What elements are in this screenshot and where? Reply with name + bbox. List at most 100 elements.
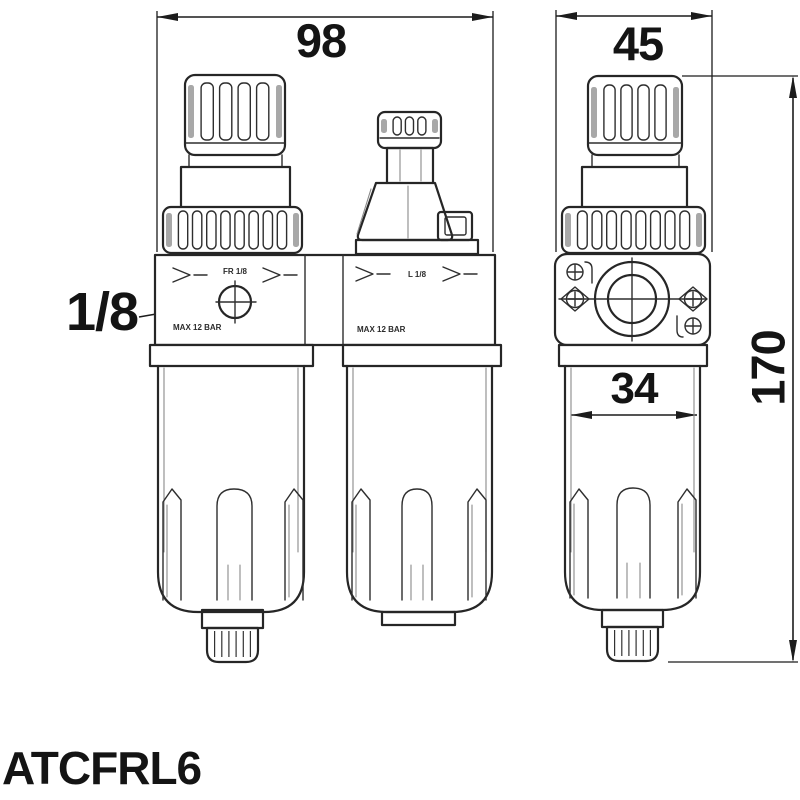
knurl-slot bbox=[591, 210, 603, 250]
flow-arrow-icon bbox=[262, 267, 298, 283]
bowl-shade-lines bbox=[570, 367, 695, 553]
knurl-slot bbox=[255, 82, 270, 141]
drain-knob bbox=[205, 626, 260, 664]
knurl-slot bbox=[205, 210, 217, 250]
flow-arrow-icon bbox=[172, 267, 208, 283]
knurl-shade-band bbox=[591, 87, 597, 138]
knurl-slot bbox=[276, 210, 288, 250]
knurl-shade-band bbox=[188, 85, 194, 138]
knurl-slot bbox=[191, 210, 203, 250]
knurl-slot bbox=[654, 84, 667, 141]
bowl-foot bbox=[380, 610, 457, 627]
port-size-label: 1/8 bbox=[66, 282, 138, 342]
fill-port-inner bbox=[444, 216, 467, 236]
knob-neck bbox=[179, 165, 292, 209]
fill-port bbox=[436, 210, 474, 242]
module-divider-lines bbox=[304, 254, 344, 346]
arrowhead-icon bbox=[157, 13, 178, 21]
knurl-shade-band bbox=[432, 119, 438, 133]
bracket-line bbox=[584, 261, 593, 284]
knurl-slot bbox=[234, 210, 245, 250]
lubricator-bowl-flange bbox=[341, 343, 503, 368]
dimension-45: 45 bbox=[555, 10, 713, 252]
knurl-slot bbox=[262, 210, 274, 250]
max-pressure-marking: MAX 12 BAR bbox=[357, 325, 406, 334]
drain-knurling bbox=[214, 631, 251, 657]
arrowhead-icon bbox=[789, 640, 797, 662]
dim-45-label: 45 bbox=[613, 17, 663, 70]
dip-tube-lines bbox=[410, 564, 424, 601]
dome-shade-lines bbox=[356, 185, 409, 239]
sight-slot bbox=[162, 488, 182, 601]
sight-slot bbox=[616, 487, 651, 599]
body-block: FR 1/8 MAX 12 BAR L 1/8 bbox=[153, 253, 497, 347]
knurl-slot bbox=[679, 210, 691, 250]
knurl-shade-band bbox=[696, 213, 702, 247]
knurl-slot bbox=[177, 210, 189, 250]
mounting-screw bbox=[566, 261, 593, 284]
knurl-slot bbox=[637, 84, 650, 141]
ring-knurling bbox=[166, 210, 299, 250]
bowl-outline bbox=[156, 364, 306, 614]
flow-arrow-icon bbox=[355, 266, 391, 282]
knurl-slot bbox=[404, 116, 415, 136]
mounting-screw bbox=[560, 286, 590, 312]
filter-regulator-face: FR 1/8 MAX 12 BAR bbox=[172, 267, 298, 332]
side-lock-ring bbox=[560, 205, 707, 255]
dip-tube-lines bbox=[227, 564, 241, 601]
flow-arrow-icon bbox=[442, 266, 478, 282]
knurl-shade-band bbox=[381, 119, 387, 133]
knurl-shade-band bbox=[293, 213, 299, 247]
sight-slot bbox=[569, 488, 589, 599]
knurl-slot bbox=[635, 210, 647, 250]
lubricator-neck bbox=[385, 146, 435, 185]
sight-slot bbox=[467, 488, 487, 601]
lubricator-bowl bbox=[345, 364, 494, 627]
lubricator-face: L 1/8 MAX 12 BAR bbox=[355, 266, 478, 334]
outlet-port-circle bbox=[593, 260, 671, 338]
knurl-slot bbox=[248, 210, 260, 250]
regulator-knob bbox=[179, 73, 292, 209]
arrowhead-icon bbox=[691, 12, 712, 20]
mounting-screw bbox=[676, 315, 702, 338]
knurl-slot bbox=[237, 82, 252, 141]
dip-tube-lines bbox=[626, 562, 641, 599]
mounting-screw bbox=[678, 286, 708, 312]
lubricator-cap-knurling bbox=[381, 116, 438, 136]
knob-knurling bbox=[188, 82, 282, 141]
body-outline bbox=[153, 253, 497, 347]
knurl-shade-band bbox=[673, 87, 679, 138]
ring-knurling bbox=[565, 210, 702, 250]
knurl-slot bbox=[603, 84, 616, 141]
knurl-slot bbox=[392, 116, 402, 136]
module1-marking: FR 1/8 bbox=[223, 267, 248, 276]
part-number: ATCFRL6 bbox=[2, 742, 201, 794]
knurl-slot bbox=[620, 84, 633, 141]
sight-slot bbox=[216, 488, 253, 601]
side-regulator-knob bbox=[580, 74, 689, 209]
regulator-lock-ring bbox=[161, 205, 304, 255]
knurl-slot bbox=[576, 210, 588, 250]
knurl-slot bbox=[417, 116, 427, 136]
gauge-port-crosshair bbox=[215, 280, 257, 324]
dim-34-label: 34 bbox=[611, 364, 659, 413]
bowl-shade-lines bbox=[352, 367, 487, 553]
lubricator-top bbox=[354, 110, 480, 256]
module2-marking: L 1/8 bbox=[408, 270, 427, 279]
outlet-port-bore bbox=[606, 273, 658, 325]
sight-slot bbox=[284, 488, 304, 601]
drain-knob bbox=[605, 625, 660, 663]
sight-slot bbox=[401, 488, 433, 601]
lubricator-base bbox=[354, 238, 480, 256]
side-body bbox=[553, 252, 712, 347]
knurl-slot bbox=[218, 82, 233, 141]
arrowhead-icon bbox=[472, 13, 493, 21]
knob-neck bbox=[580, 165, 689, 209]
knob-collar bbox=[591, 154, 680, 168]
knurl-slot bbox=[649, 210, 661, 250]
max-pressure-marking: MAX 12 BAR bbox=[173, 323, 222, 332]
neck-shade-lines bbox=[399, 149, 422, 182]
knurl-shade-band bbox=[166, 213, 172, 247]
